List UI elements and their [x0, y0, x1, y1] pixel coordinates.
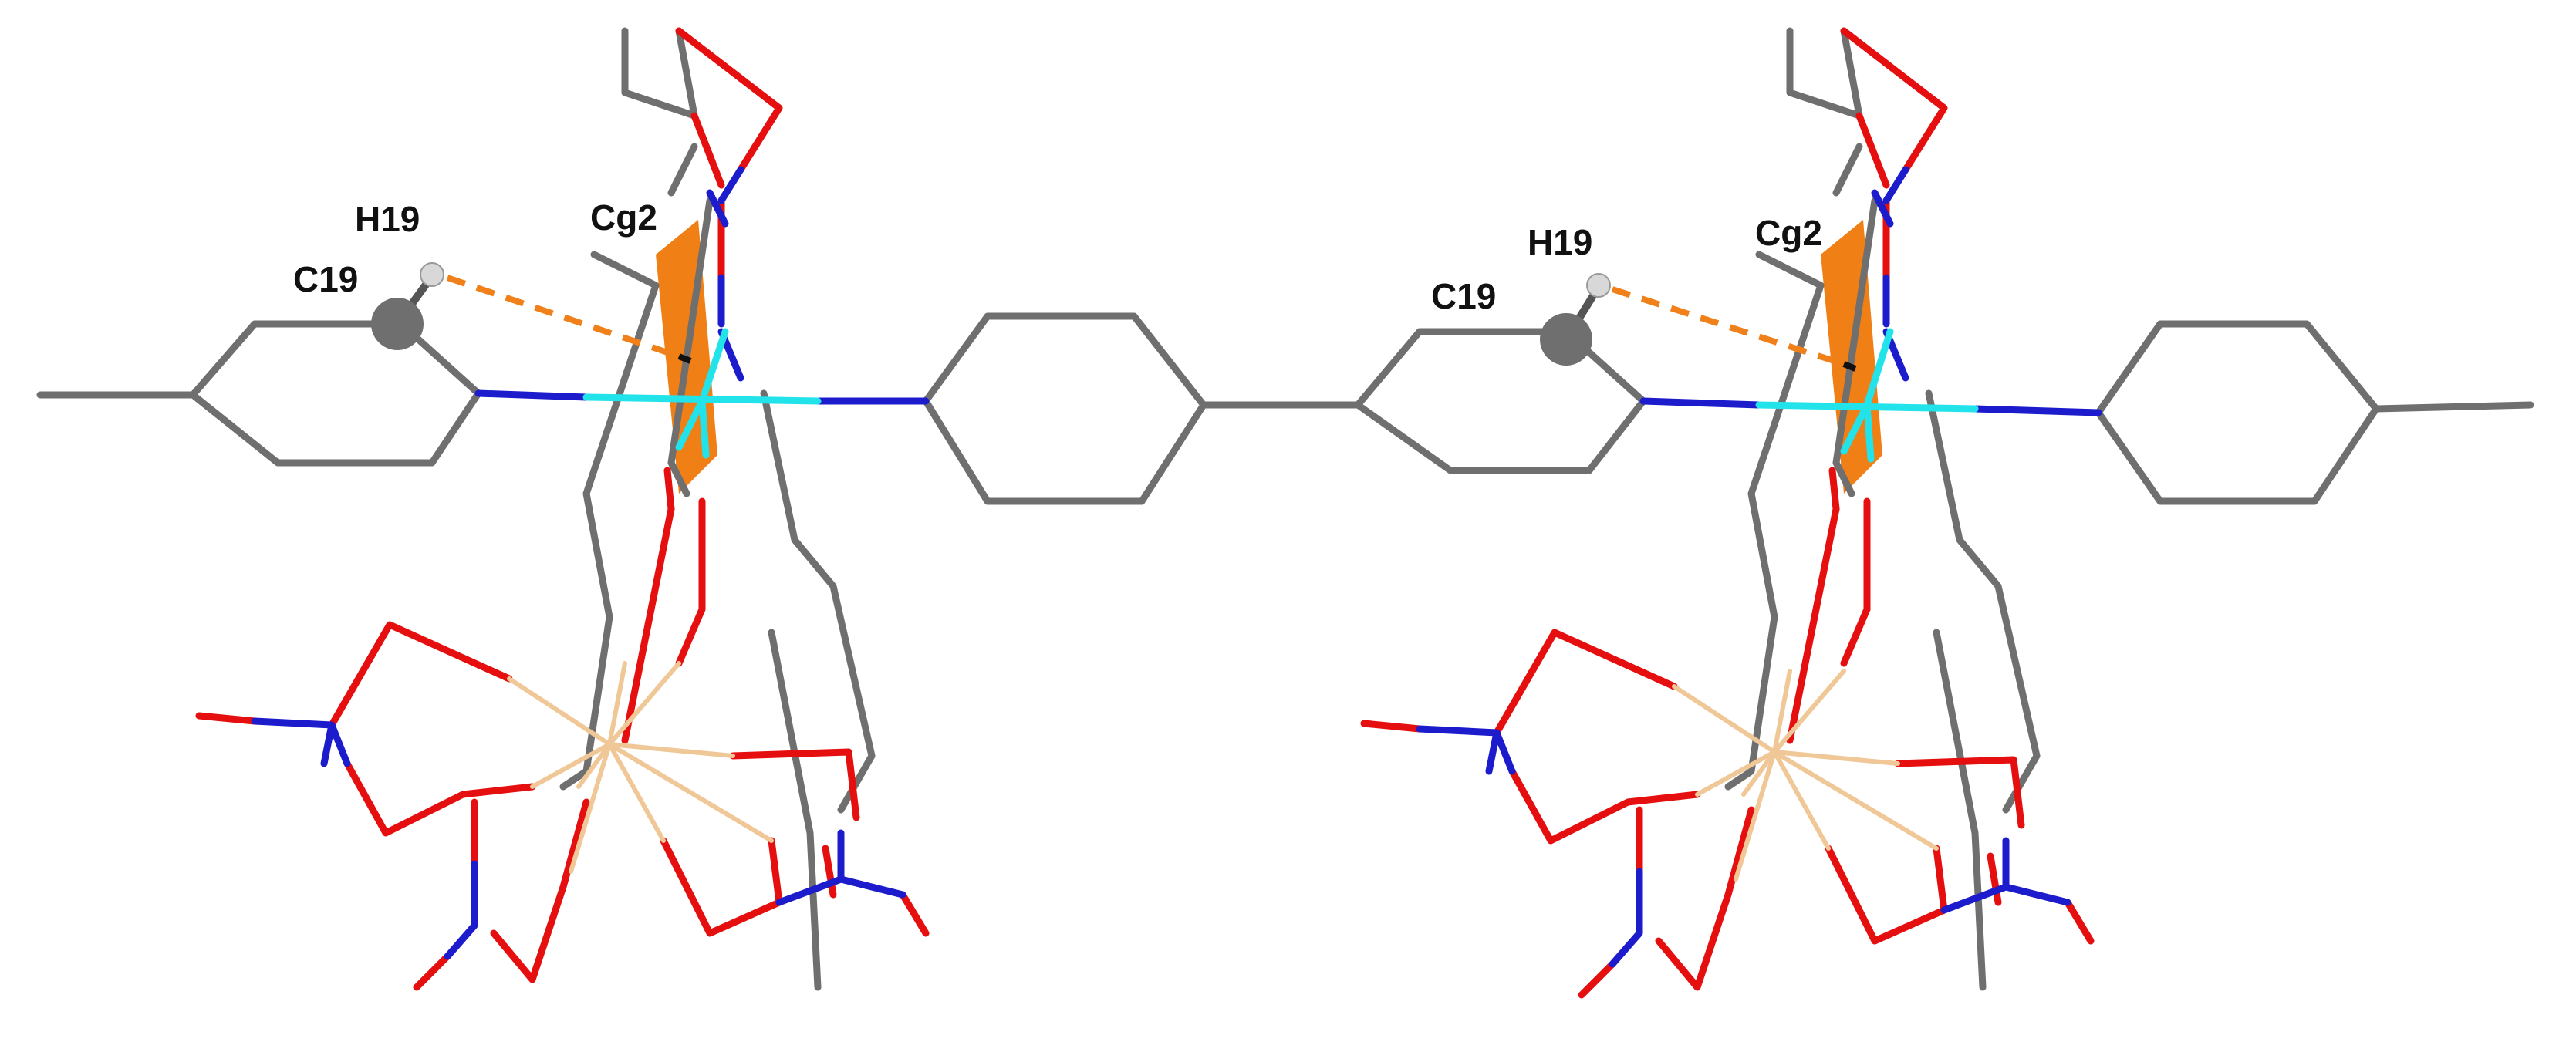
uranium-bonds-left [582, 328, 822, 459]
atom-c19-right [1540, 313, 1592, 366]
label-c19-right: C19 [1431, 276, 1496, 316]
carbon-bonds-right [1354, 27, 2534, 991]
hydrogen-bond-left [446, 275, 680, 359]
molecule-left: H19 C19 Cg2 [36, 27, 1362, 991]
centroid-marker-right [1842, 361, 1857, 372]
metal-bonds-left [507, 661, 774, 874]
metal-bonds-right [1672, 669, 1939, 882]
molecule-right: H19 C19 Cg2 [1354, 27, 2534, 999]
uranium-bonds-right [1755, 328, 1979, 463]
atom-h19-right [1586, 273, 1611, 298]
label-h19-right: H19 [1528, 222, 1592, 262]
nitrogen-bonds-left [251, 166, 930, 960]
carbon-bonds-left [36, 27, 1362, 991]
centroid-marker-left [677, 353, 692, 364]
label-h19-left: H19 [355, 199, 420, 239]
label-cg2-right: Cg2 [1755, 213, 1822, 253]
label-cg2-left: Cg2 [590, 197, 657, 238]
oxygen-bonds-left [195, 27, 930, 991]
atom-c19-left [371, 298, 424, 350]
hydrogen-bond-right [1611, 286, 1845, 367]
oxygen-bonds-right [1360, 27, 2095, 999]
nitrogen-bonds-right [1416, 166, 2102, 968]
label-c19-left: C19 [293, 259, 358, 299]
atom-h19-left [420, 262, 444, 287]
